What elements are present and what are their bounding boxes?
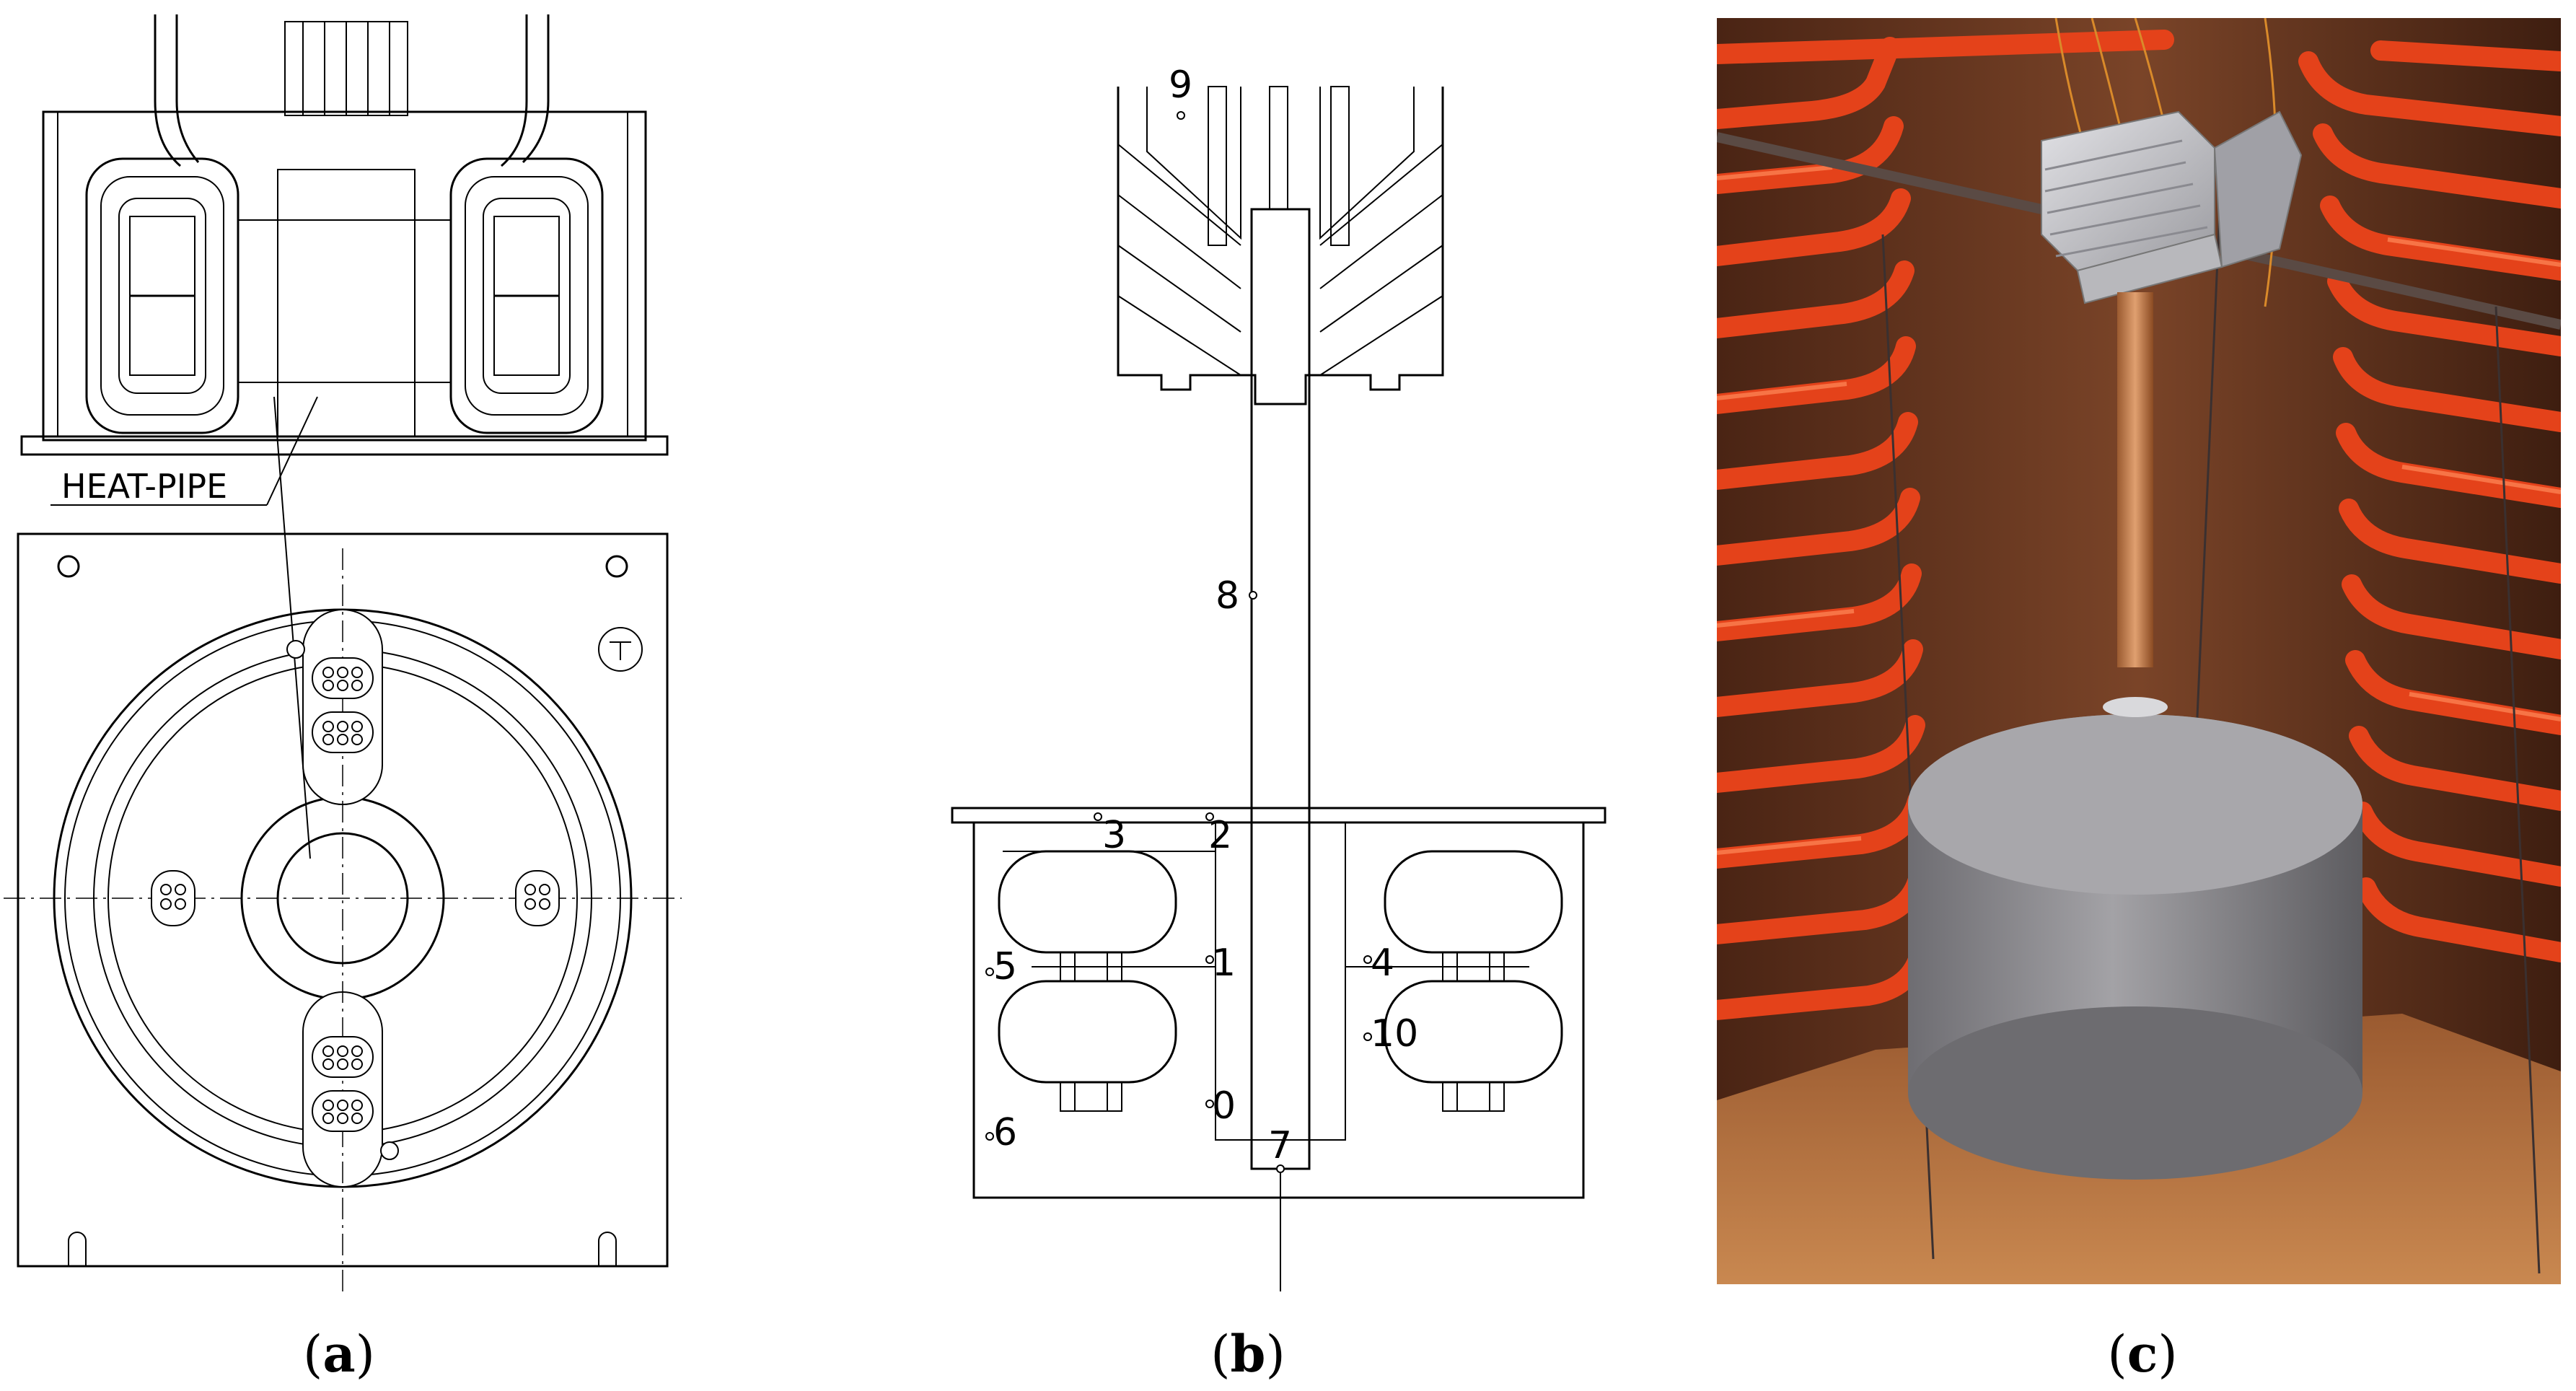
sensor-label-1: 1 xyxy=(1212,942,1236,985)
sensor-point xyxy=(1177,111,1185,120)
side-view-enclosure xyxy=(42,110,647,442)
heat-pipe-tube xyxy=(1250,208,1311,1170)
sensor-label-2: 2 xyxy=(1208,814,1232,857)
sensor-point xyxy=(1205,1100,1214,1108)
sensor-point xyxy=(985,967,994,976)
sensor-point xyxy=(1363,1032,1372,1041)
sensor-point xyxy=(1249,591,1257,600)
panel-a-drawing: HEAT-PIPE xyxy=(4,14,682,1291)
sensor-point xyxy=(985,1132,994,1141)
heat-sink xyxy=(1117,87,1444,405)
base-plate xyxy=(17,532,669,1268)
sensor-label-0: 0 xyxy=(1212,1084,1236,1128)
sensor-label-5: 5 xyxy=(993,945,1017,988)
heat-pipe-label: HEAT-PIPE xyxy=(61,467,227,506)
sensor-label-6: 6 xyxy=(993,1111,1017,1154)
sensor-label-4: 4 xyxy=(1371,942,1394,985)
sensor-label-8: 8 xyxy=(1216,574,1239,618)
sensor-point xyxy=(1094,812,1102,821)
red-coolant-pipes xyxy=(1717,30,2561,1020)
panel-b-drawing: 9 8 3 2 1 4 5 10 0 6 7 xyxy=(951,63,1606,1291)
copper-heat-pipe xyxy=(2117,292,2153,667)
enclosure-lid xyxy=(951,807,1606,824)
sensor-label-10: 10 xyxy=(1371,1012,1418,1056)
sensor-point xyxy=(1205,812,1214,821)
panel-c-photo xyxy=(1717,18,2561,1284)
caption-a: (a) xyxy=(303,1324,375,1384)
heat-sink-photo xyxy=(2041,110,2303,304)
sensor-point xyxy=(1363,955,1372,964)
caption-c: (c) xyxy=(2107,1324,2178,1384)
sensor-label-3: 3 xyxy=(1102,814,1126,857)
caption-b: (b) xyxy=(1210,1324,1285,1384)
sensor-label-7: 7 xyxy=(1268,1124,1292,1167)
sensor-label-9: 9 xyxy=(1169,63,1192,107)
transformer-photo xyxy=(1908,697,2362,1180)
sensor-point xyxy=(1205,955,1214,964)
sensor-point xyxy=(1276,1164,1285,1173)
